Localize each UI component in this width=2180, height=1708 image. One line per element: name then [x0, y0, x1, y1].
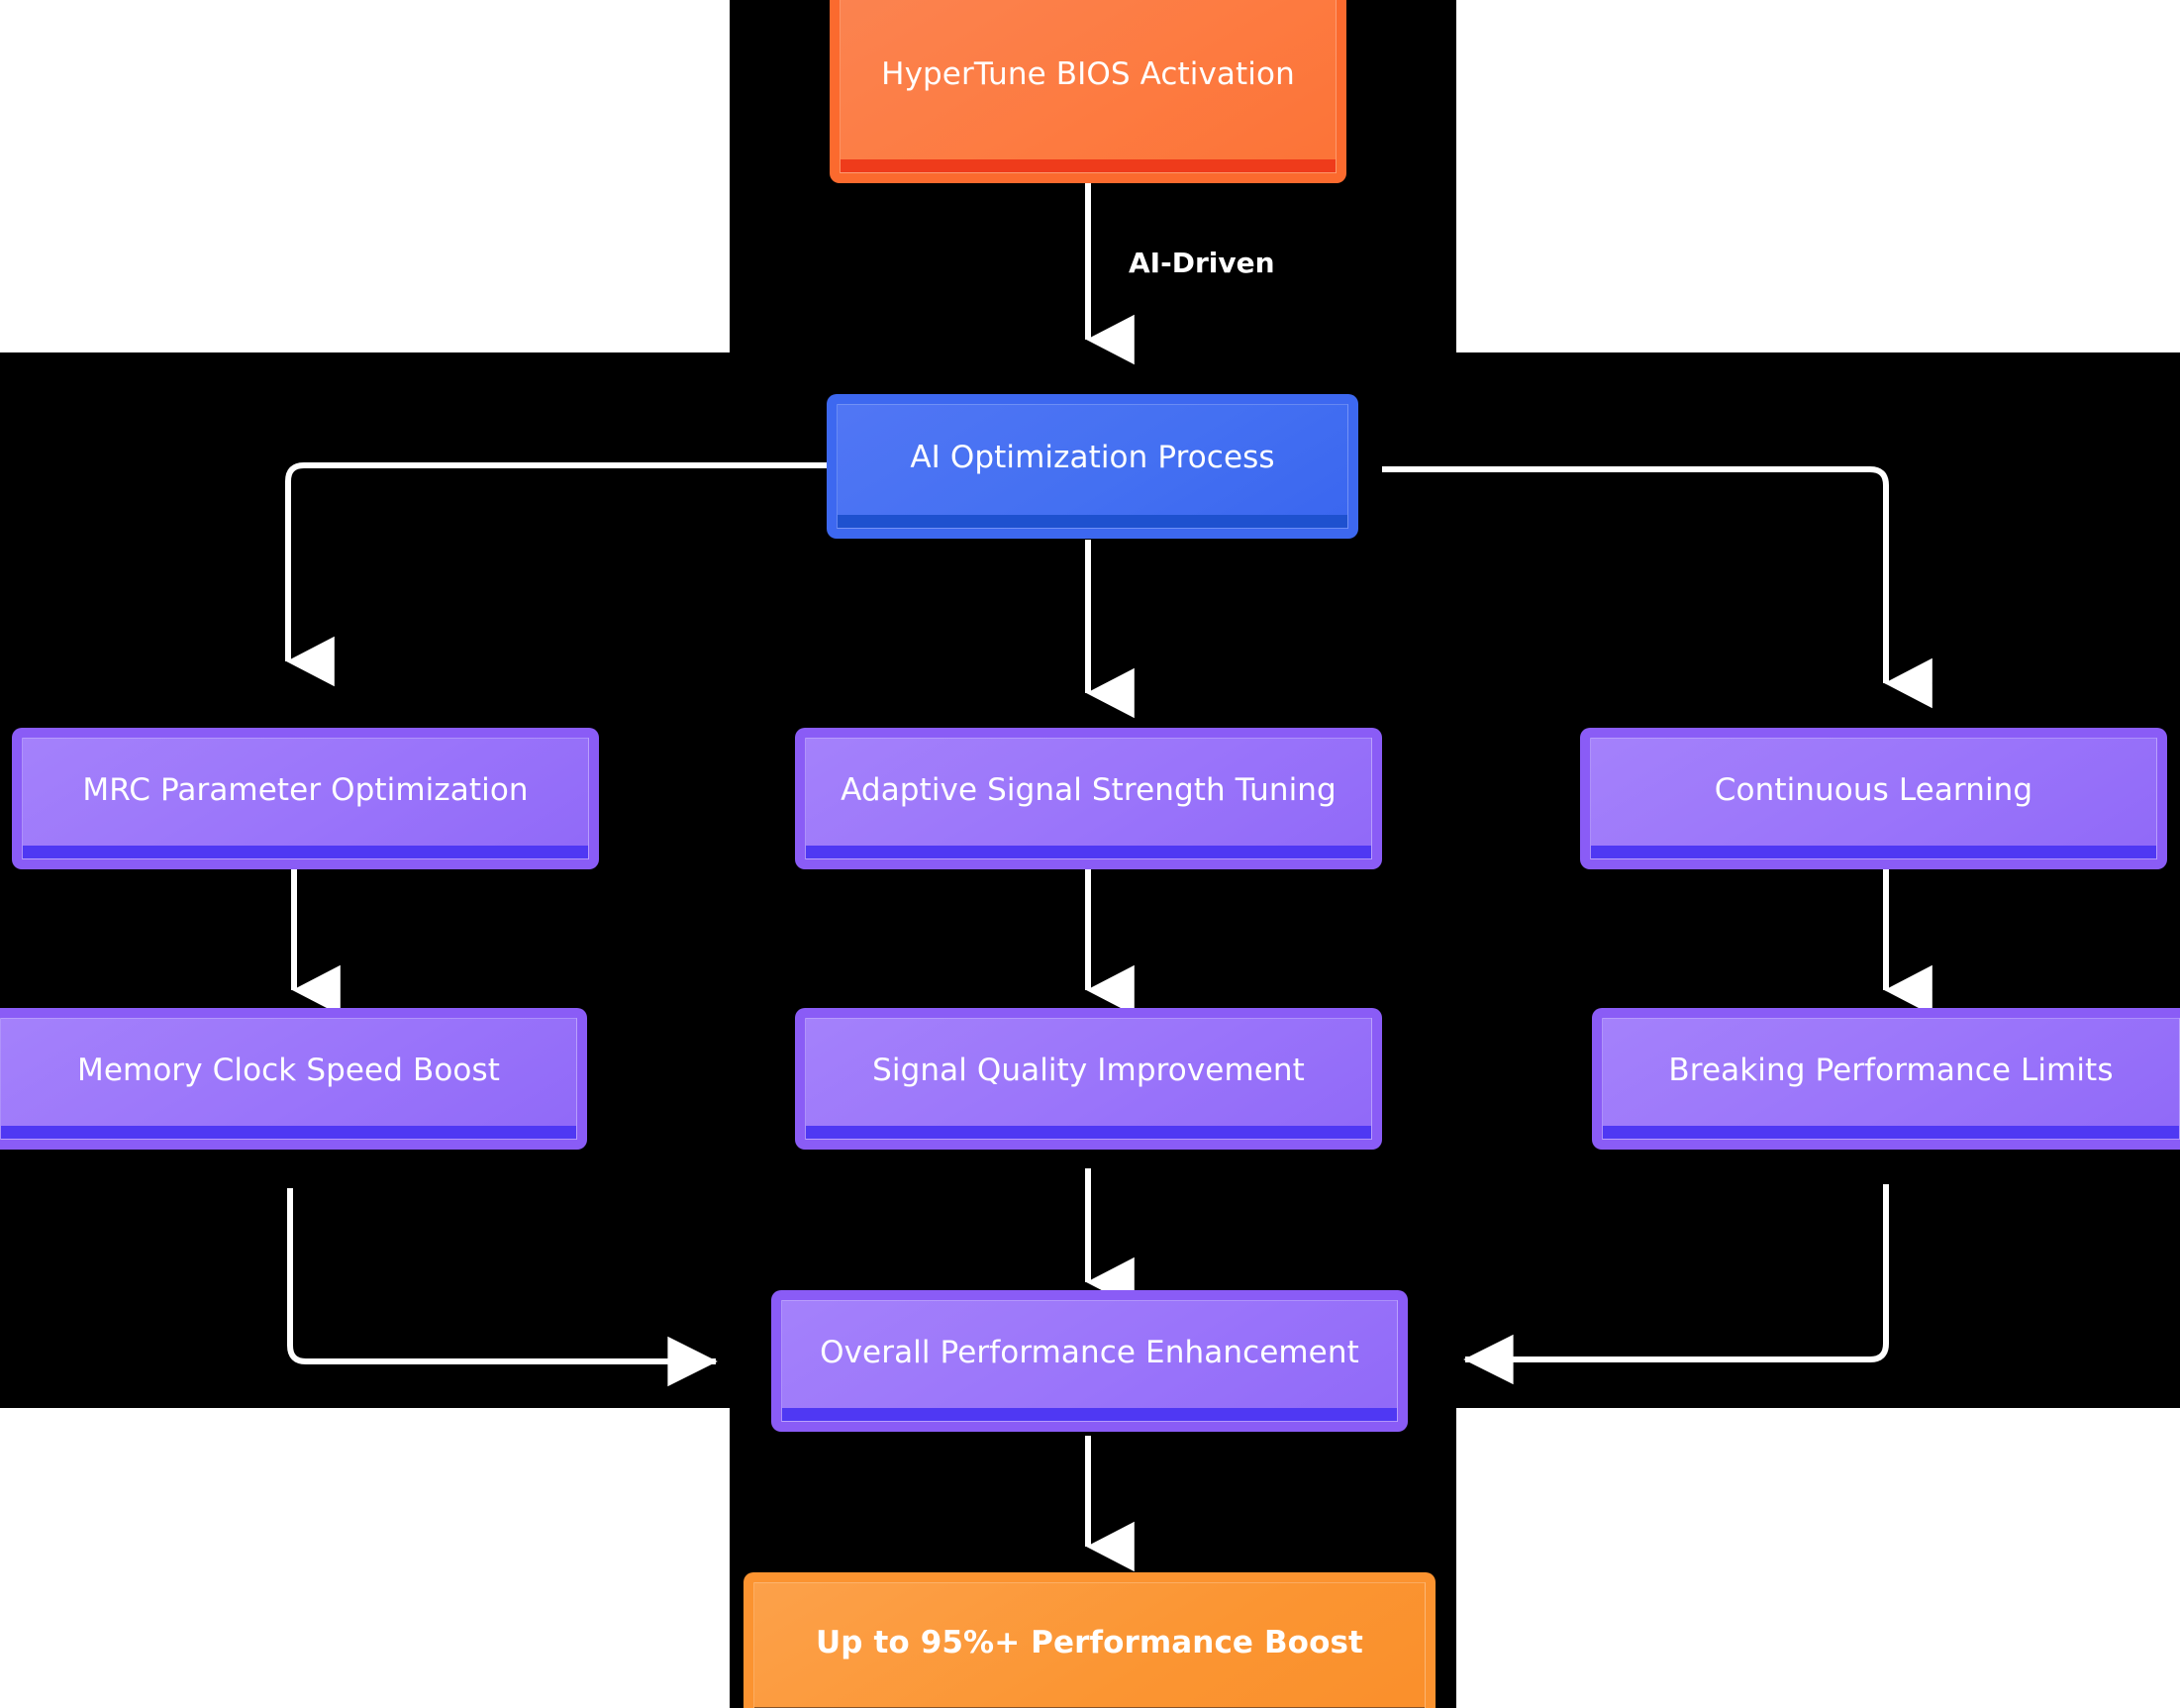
node-signal-quality-improvement[interactable]: Signal Quality Improvement [795, 1008, 1382, 1150]
node-label: Continuous Learning [1714, 771, 2033, 808]
node-label: MRC Parameter Optimization [82, 771, 529, 808]
node-inner-panel: AI Optimization Process [837, 404, 1348, 529]
edge-limits-to-overall [1463, 1184, 1889, 1385]
edge-ai-process-to-continuous [1382, 466, 1932, 709]
node-overall-performance-enhancement[interactable]: Overall Performance Enhancement [771, 1290, 1408, 1432]
node-inner-panel: Memory Clock Speed Boost [0, 1018, 577, 1140]
node-label: Up to 95%+ Performance Boost [816, 1625, 1363, 1661]
node-inner-panel: MRC Parameter Optimization [22, 738, 589, 859]
node-accent-bar [806, 1126, 1371, 1139]
node-label: Memory Clock Speed Boost [77, 1052, 500, 1088]
node-continuous-learning[interactable]: Continuous Learning [1580, 728, 2167, 869]
node-label: Breaking Performance Limits [1668, 1052, 2114, 1088]
node-memory-clock-speed-boost[interactable]: Memory Clock Speed Boost [0, 1008, 587, 1150]
edge-label-ai-driven: AI-Driven [1129, 247, 1275, 279]
node-accent-bar [1, 1126, 576, 1139]
node-inner-panel: Signal Quality Improvement [805, 1018, 1372, 1140]
node-breaking-performance-limits[interactable]: Breaking Performance Limits [1592, 1008, 2180, 1150]
node-ai-optimization-process[interactable]: AI Optimization Process [827, 394, 1358, 539]
node-label: HyperTune BIOS Activation [881, 55, 1295, 92]
node-accent-bar [782, 1408, 1397, 1421]
node-mrc-parameter-optimization[interactable]: MRC Parameter Optimization [12, 728, 599, 869]
node-label: AI Optimization Process [910, 440, 1275, 476]
node-inner-panel: HyperTune BIOS Activation [840, 0, 1337, 173]
node-label: Adaptive Signal Strength Tuning [841, 771, 1337, 808]
node-up-to-95-percent-performance-boost[interactable]: Up to 95%+ Performance Boost [743, 1572, 1436, 1708]
node-label: Signal Quality Improvement [872, 1052, 1305, 1088]
node-inner-panel: Continuous Learning [1590, 738, 2157, 859]
edge-ai-process-to-mrc [285, 462, 827, 687]
node-inner-panel: Breaking Performance Limits [1602, 1018, 2180, 1140]
node-inner-panel: Up to 95%+ Performance Boost [753, 1582, 1426, 1708]
node-accent-bar [806, 846, 1371, 858]
node-adaptive-signal-strength-tuning[interactable]: Adaptive Signal Strength Tuning [795, 728, 1382, 869]
node-accent-bar [838, 515, 1347, 528]
node-accent-bar [1591, 846, 2156, 858]
node-accent-bar [23, 846, 588, 858]
node-label: Overall Performance Enhancement [820, 1334, 1359, 1370]
node-accent-bar [841, 159, 1336, 172]
edge-clock-to-overall [287, 1188, 718, 1387]
node-hypertune-bios-activation[interactable]: HyperTune BIOS Activation [830, 0, 1346, 183]
node-accent-bar [1603, 1126, 2179, 1139]
node-inner-panel: Adaptive Signal Strength Tuning [805, 738, 1372, 859]
node-inner-panel: Overall Performance Enhancement [781, 1300, 1398, 1422]
